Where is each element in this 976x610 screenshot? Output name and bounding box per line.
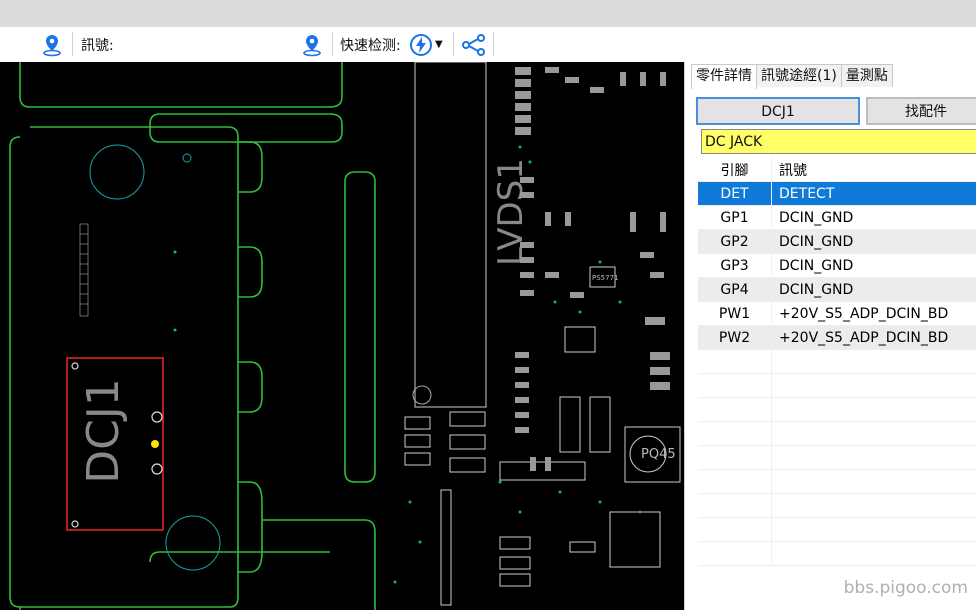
location-button[interactable] (40, 27, 64, 62)
table-row-empty (698, 542, 976, 566)
table-row-empty (698, 494, 976, 518)
panel-tabs: 零件詳情 訊號途經(1) 量測點 (691, 64, 892, 88)
pin-cell: PW1 (698, 302, 772, 326)
pcb-drawing: DCJ1 LVDS1 (0, 62, 684, 610)
signal-cell: DCIN_GND (772, 206, 976, 230)
table-header: 引腳 訊號 (698, 158, 976, 182)
tab-signal-route[interactable]: 訊號途經(1) (756, 64, 842, 87)
title-bar (0, 0, 976, 27)
toolbar-separator (72, 32, 73, 56)
location-pin-icon (40, 33, 64, 57)
table-row-empty (698, 398, 976, 422)
toolbar-separator (453, 32, 454, 56)
part-name-button[interactable]: DCJ1 (696, 97, 860, 125)
route-nodes-icon (461, 33, 487, 57)
signal-label: 訊號: (81, 27, 114, 62)
quick-detect-dropdown[interactable]: ▼ (409, 27, 443, 62)
share-route-button[interactable] (461, 27, 487, 62)
pcb-canvas[interactable]: DCJ1 LVDS1 (0, 62, 684, 610)
lvds1-silk-label: LVDS1 (491, 158, 531, 266)
table-row-empty (698, 422, 976, 446)
table-row[interactable]: GP4 DCIN_GND (698, 278, 976, 302)
watermark: bbs.pigoo.com (844, 578, 968, 598)
tab-part-details[interactable]: 零件詳情 (691, 64, 757, 89)
chevron-down-icon: ▼ (435, 39, 443, 50)
table-row[interactable]: PW2 +20V_S5_ADP_DCIN_BD (698, 326, 976, 350)
table-row-empty (698, 446, 976, 470)
location-pin-icon (300, 33, 324, 57)
pin-cell: GP1 (698, 206, 772, 230)
toolbar-separator (332, 32, 333, 56)
locate-signal-button[interactable] (300, 27, 324, 62)
pin-signal-table: 引腳 訊號 DET DETECT GP1 DCIN_GND GP2 DCIN_G… (698, 158, 976, 566)
toolbar-separator (493, 32, 494, 56)
column-header-signal: 訊號 (772, 158, 976, 182)
signal-cell: DCIN_GND (772, 230, 976, 254)
dcj1-silk-label: DCJ1 (78, 378, 129, 484)
table-row[interactable]: GP2 DCIN_GND (698, 230, 976, 254)
signal-cell: DCIN_GND (772, 278, 976, 302)
table-row[interactable]: GP1 DCIN_GND (698, 206, 976, 230)
tab-measure-points[interactable]: 量測點 (841, 64, 893, 87)
part-details-panel: 零件詳情 訊號途經(1) 量測點 DCJ1 找配件 DC JACK 引腳 訊號 … (684, 62, 976, 610)
table-row-empty (698, 374, 976, 398)
pq45-silk-label: PQ45 (641, 447, 676, 462)
find-parts-button[interactable]: 找配件 (866, 97, 976, 125)
signal-cell: +20V_S5_ADP_DCIN_BD (772, 302, 976, 326)
pin-cell: GP2 (698, 230, 772, 254)
signal-cell: DCIN_GND (772, 254, 976, 278)
toolbar: 訊號: 快速检测: ▼ (0, 27, 976, 63)
pin-cell: GP3 (698, 254, 772, 278)
pin-cell: GP4 (698, 278, 772, 302)
table-row[interactable]: PW1 +20V_S5_ADP_DCIN_BD (698, 302, 976, 326)
quick-detect-label: 快速检测: (340, 27, 401, 62)
table-row-empty (698, 350, 976, 374)
pin-cell: DET (698, 182, 772, 206)
lightning-icon (409, 33, 433, 57)
part-description: DC JACK (701, 129, 976, 154)
table-row[interactable]: GP3 DCIN_GND (698, 254, 976, 278)
table-row-empty (698, 470, 976, 494)
column-header-pin: 引腳 (698, 158, 772, 182)
signal-cell: +20V_S5_ADP_DCIN_BD (772, 326, 976, 350)
table-row-empty (698, 518, 976, 542)
signal-cell: DETECT (772, 182, 976, 206)
pin-cell: PW2 (698, 326, 772, 350)
ps5771-silk-label: PS5771 (592, 274, 618, 282)
table-row[interactable]: DET DETECT (698, 182, 976, 206)
